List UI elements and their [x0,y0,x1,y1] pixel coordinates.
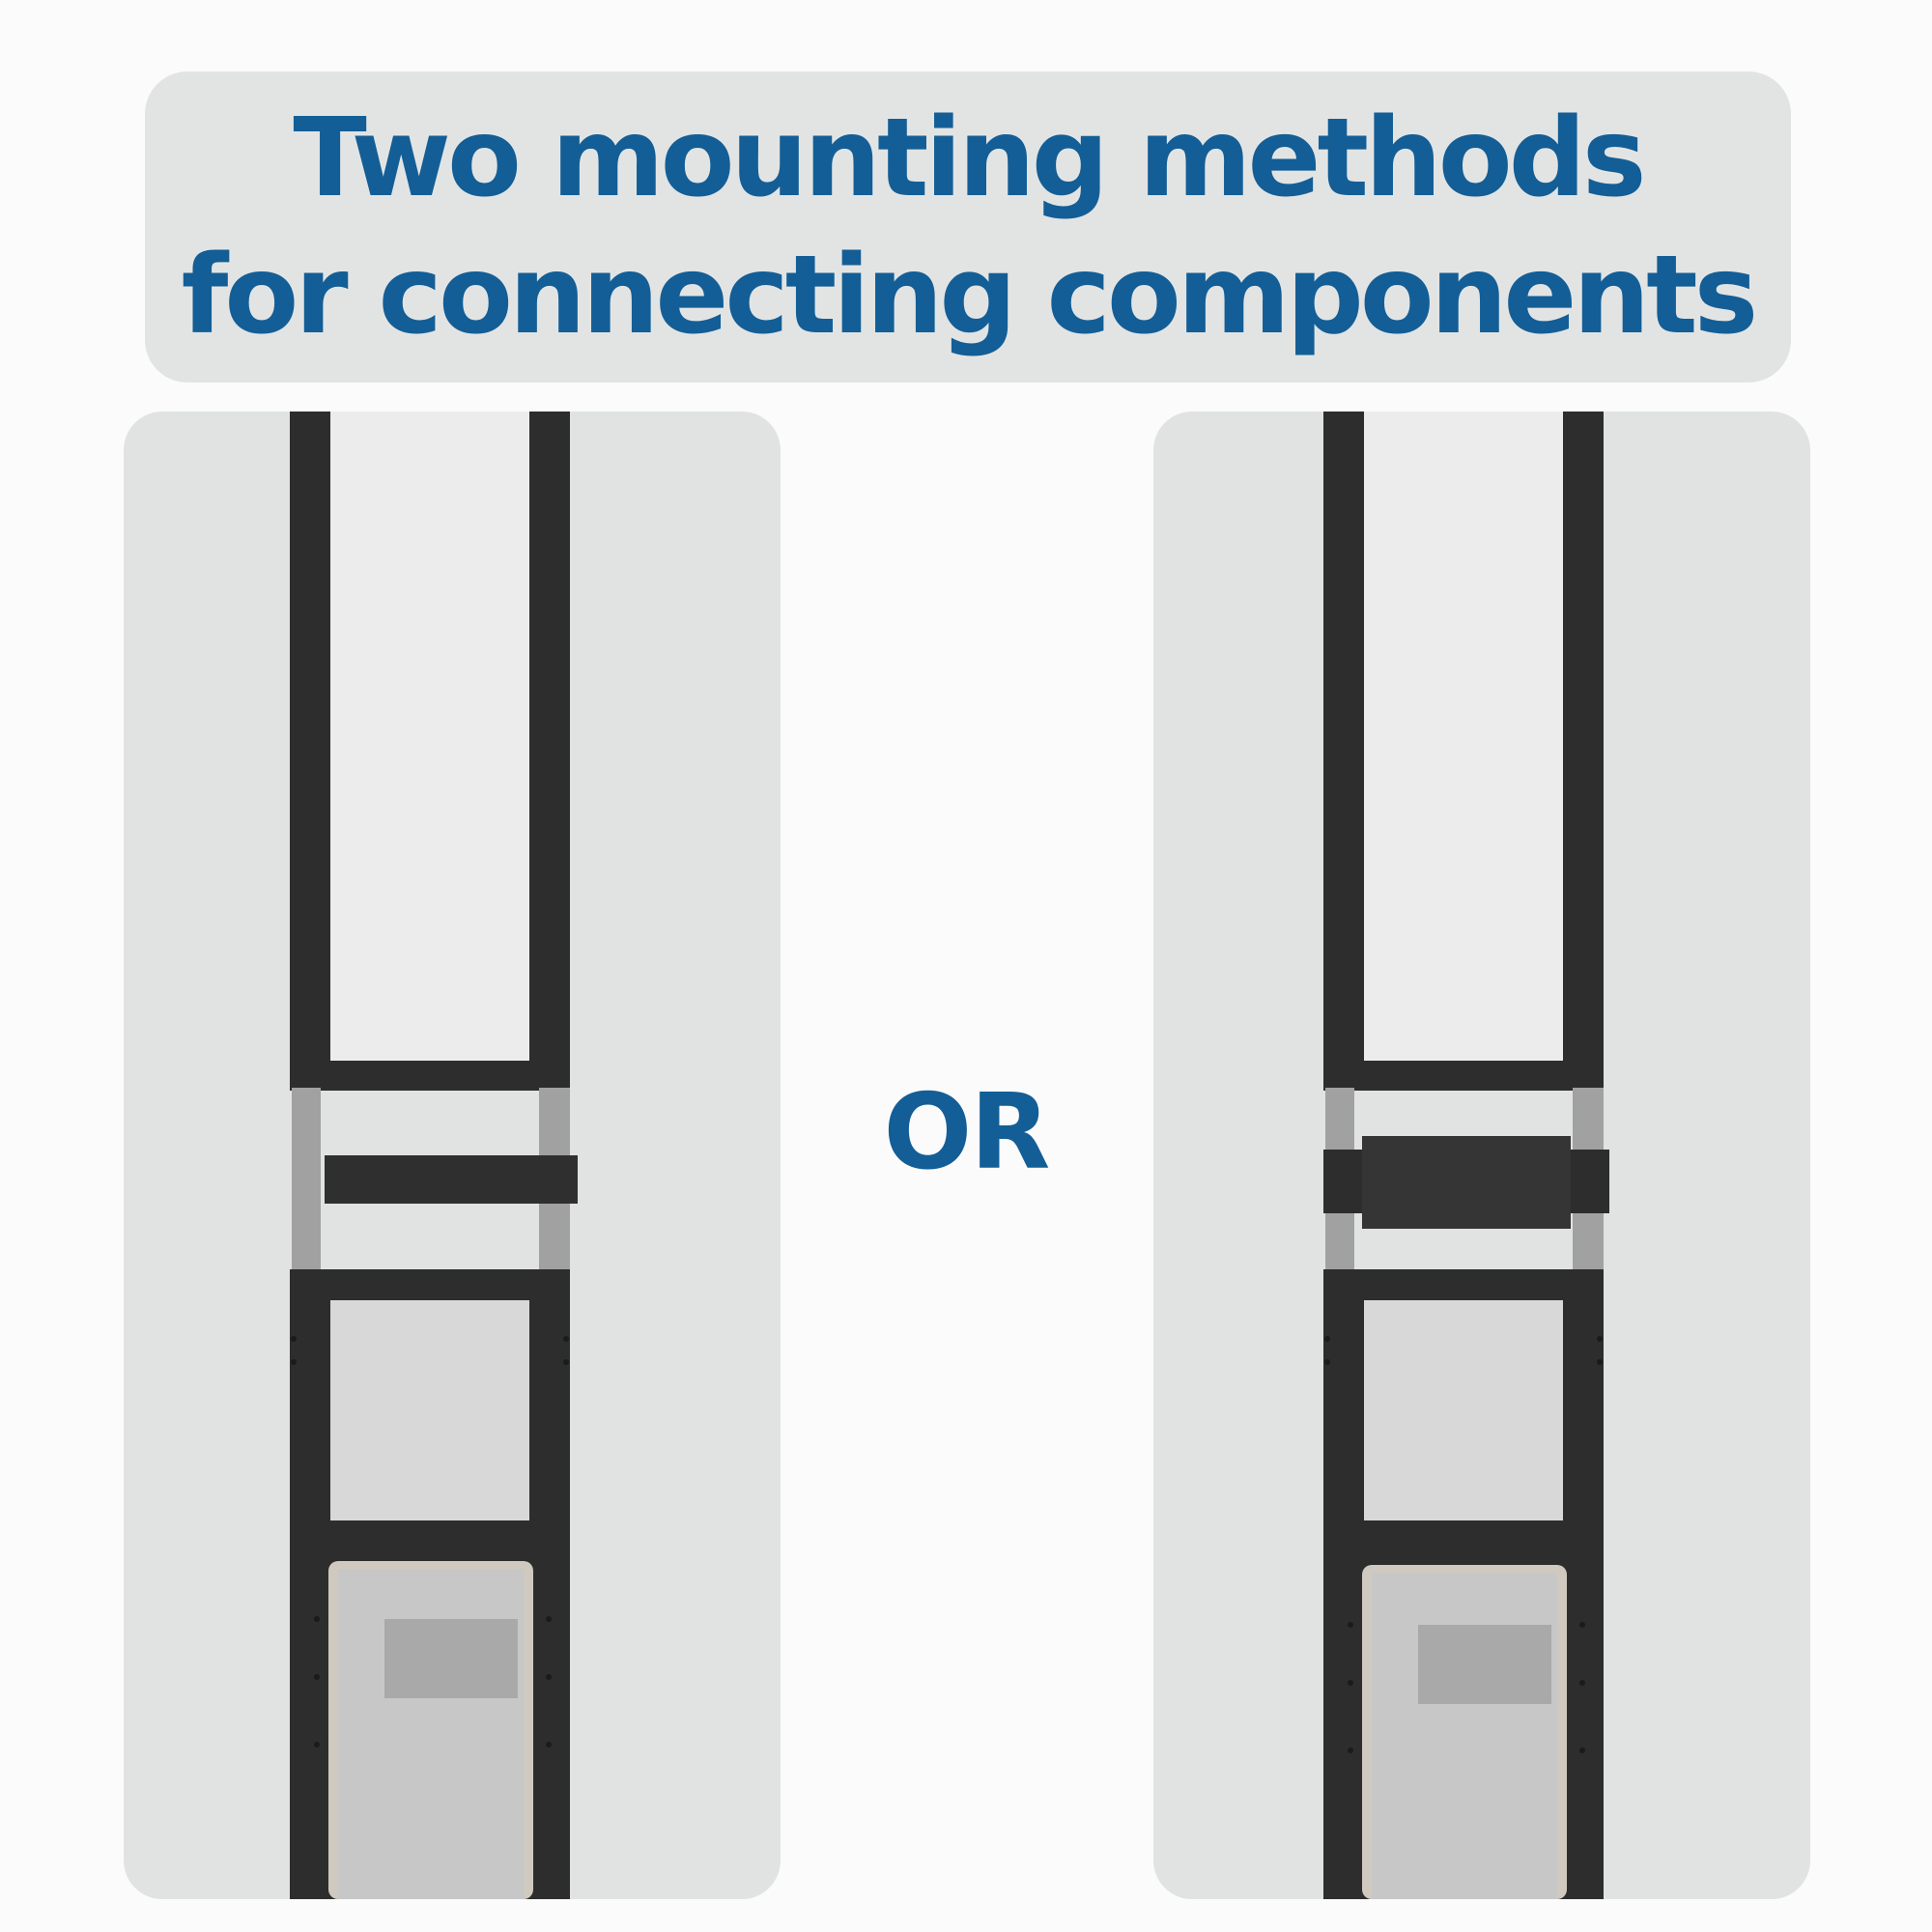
clamp-right-tab [1569,1150,1609,1213]
clamp-left-tab [1323,1150,1364,1213]
pet-flap [1348,1565,1585,1899]
method-1-panel [124,412,781,1899]
flap-window [1418,1625,1551,1704]
connector-section [1323,1088,1609,1269]
pet-flap [314,1561,552,1899]
title-line-2: for connecting components [181,233,1759,358]
adhesive-strip [325,1155,578,1204]
left-connector-rail [292,1088,321,1269]
method-1-diagram [290,412,578,1899]
title-line-1: Two mounting methods [293,96,1646,221]
connector-section [290,1088,578,1269]
upper-glass-panel [1323,412,1604,1088]
title-banner: Two mounting methods for connecting comp… [145,71,1791,383]
flap-window [384,1619,518,1698]
method-2-diagram [1323,412,1609,1899]
upper-glass-panel [290,412,570,1088]
clamp-bracket [1362,1136,1571,1229]
or-separator: OR [883,1072,1051,1193]
method-2-panel [1153,412,1810,1899]
